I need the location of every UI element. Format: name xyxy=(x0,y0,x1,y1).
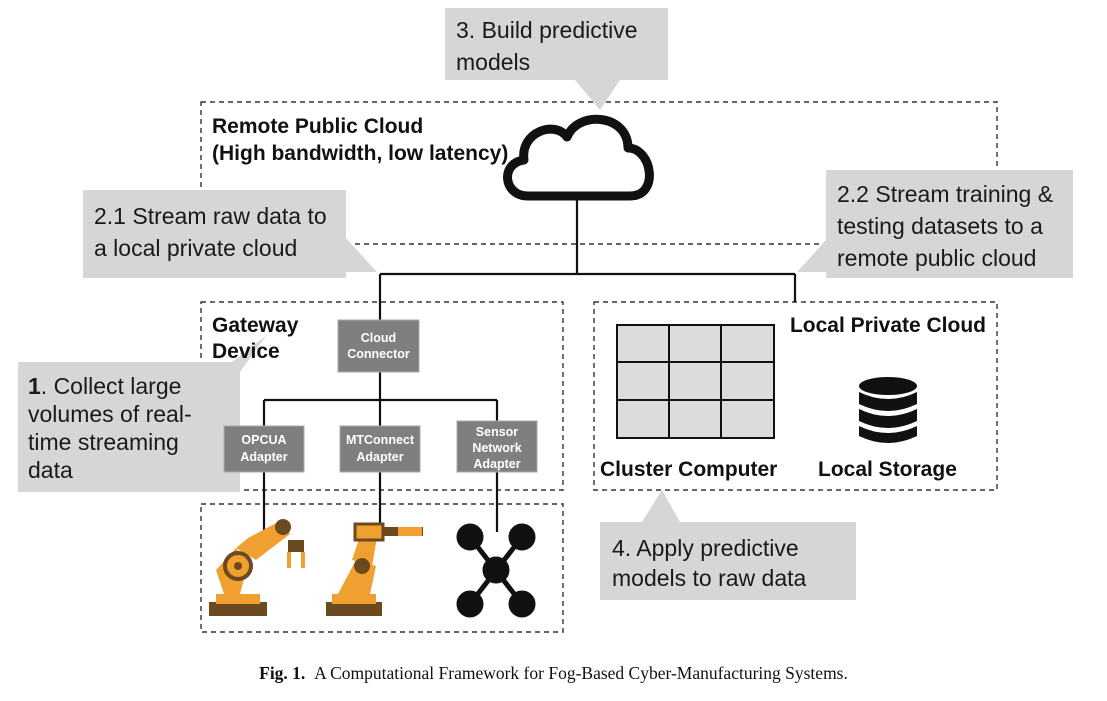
local-storage-label: Local Storage xyxy=(818,458,957,481)
opcua-label-2: Adapter xyxy=(240,450,287,464)
remote-cloud-subtitle: (High bandwidth, low latency) xyxy=(212,142,508,165)
local-cloud-title: Local Private Cloud xyxy=(790,314,986,337)
cluster-grid-icon xyxy=(616,324,775,439)
callout-build-line-2: models xyxy=(456,49,530,75)
sensor-label-1: Sensor xyxy=(476,425,519,439)
cloud-connector-label-1: Cloud xyxy=(361,331,396,345)
callout-collect-line-2: volumes of real- xyxy=(28,401,192,427)
callout-apply: 4. Apply predictive models to raw data xyxy=(600,490,856,600)
callout-stream-raw-line-1: 2.1 Stream raw data to xyxy=(94,203,327,229)
sensor-network-adapter-box: Sensor Network Adapter xyxy=(456,420,538,473)
opcua-label-1: OPCUA xyxy=(241,433,286,447)
sensor-network-icon xyxy=(456,523,536,618)
callout-build-models: 3. Build predictive models xyxy=(445,8,668,110)
cloud-connector-label-2: Connector xyxy=(347,347,410,361)
callout-apply-line-1: 4. Apply predictive xyxy=(612,535,799,561)
opcua-adapter-box: OPCUA Adapter xyxy=(223,425,305,473)
sensor-label-3: Adapter xyxy=(473,457,520,471)
caption-text: A Computational Framework for Fog-Based … xyxy=(314,663,848,683)
connection-lines xyxy=(262,196,797,532)
callout-stream-train-line-1: 2.2 Stream training & xyxy=(837,181,1053,207)
sensor-label-2: Network xyxy=(472,441,521,455)
robot-welder-icon xyxy=(326,522,423,616)
callout-collect-line-1: 1. Collect large xyxy=(28,373,181,399)
caption-label: Fig. 1. xyxy=(259,663,306,683)
devices-region xyxy=(200,503,564,633)
callout-apply-line-2: models to raw data xyxy=(612,565,807,591)
mtconnect-label-2: Adapter xyxy=(356,450,403,464)
figure-caption: Fig. 1. A Computational Framework for Fo… xyxy=(0,663,1107,684)
mtconnect-label-1: MTConnect xyxy=(346,433,415,447)
callout-stream-train: 2.2 Stream training & testing datasets t… xyxy=(797,170,1073,278)
gateway-title-line-2: Device xyxy=(212,340,280,363)
cloud-connector-box: Cloud Connector xyxy=(337,319,420,373)
callout-stream-train-line-2: testing datasets to a xyxy=(837,213,1043,239)
callout-stream-train-line-3: remote public cloud xyxy=(837,245,1036,271)
callout-stream-raw-line-2: a local private cloud xyxy=(94,235,297,261)
remote-cloud-title: Remote Public Cloud xyxy=(212,115,423,138)
callout-build-line-1: 3. Build predictive xyxy=(456,17,638,43)
cloud-icon xyxy=(503,114,654,201)
callout-collect-line-3: time streaming xyxy=(28,429,179,455)
callout-collect-line-4: data xyxy=(28,457,73,483)
callout-collect: 1. Collect large volumes of real- time s… xyxy=(18,336,266,492)
cluster-computer-label: Cluster Computer xyxy=(600,458,777,481)
robot-arm-icon xyxy=(209,519,305,616)
mtconnect-adapter-box: MTConnect Adapter xyxy=(339,425,421,473)
callout-stream-raw: 2.1 Stream raw data to a local private c… xyxy=(83,190,377,278)
gateway-region xyxy=(200,301,564,491)
gateway-title-line-1: Gateway xyxy=(212,314,299,337)
database-icon xyxy=(859,377,917,443)
